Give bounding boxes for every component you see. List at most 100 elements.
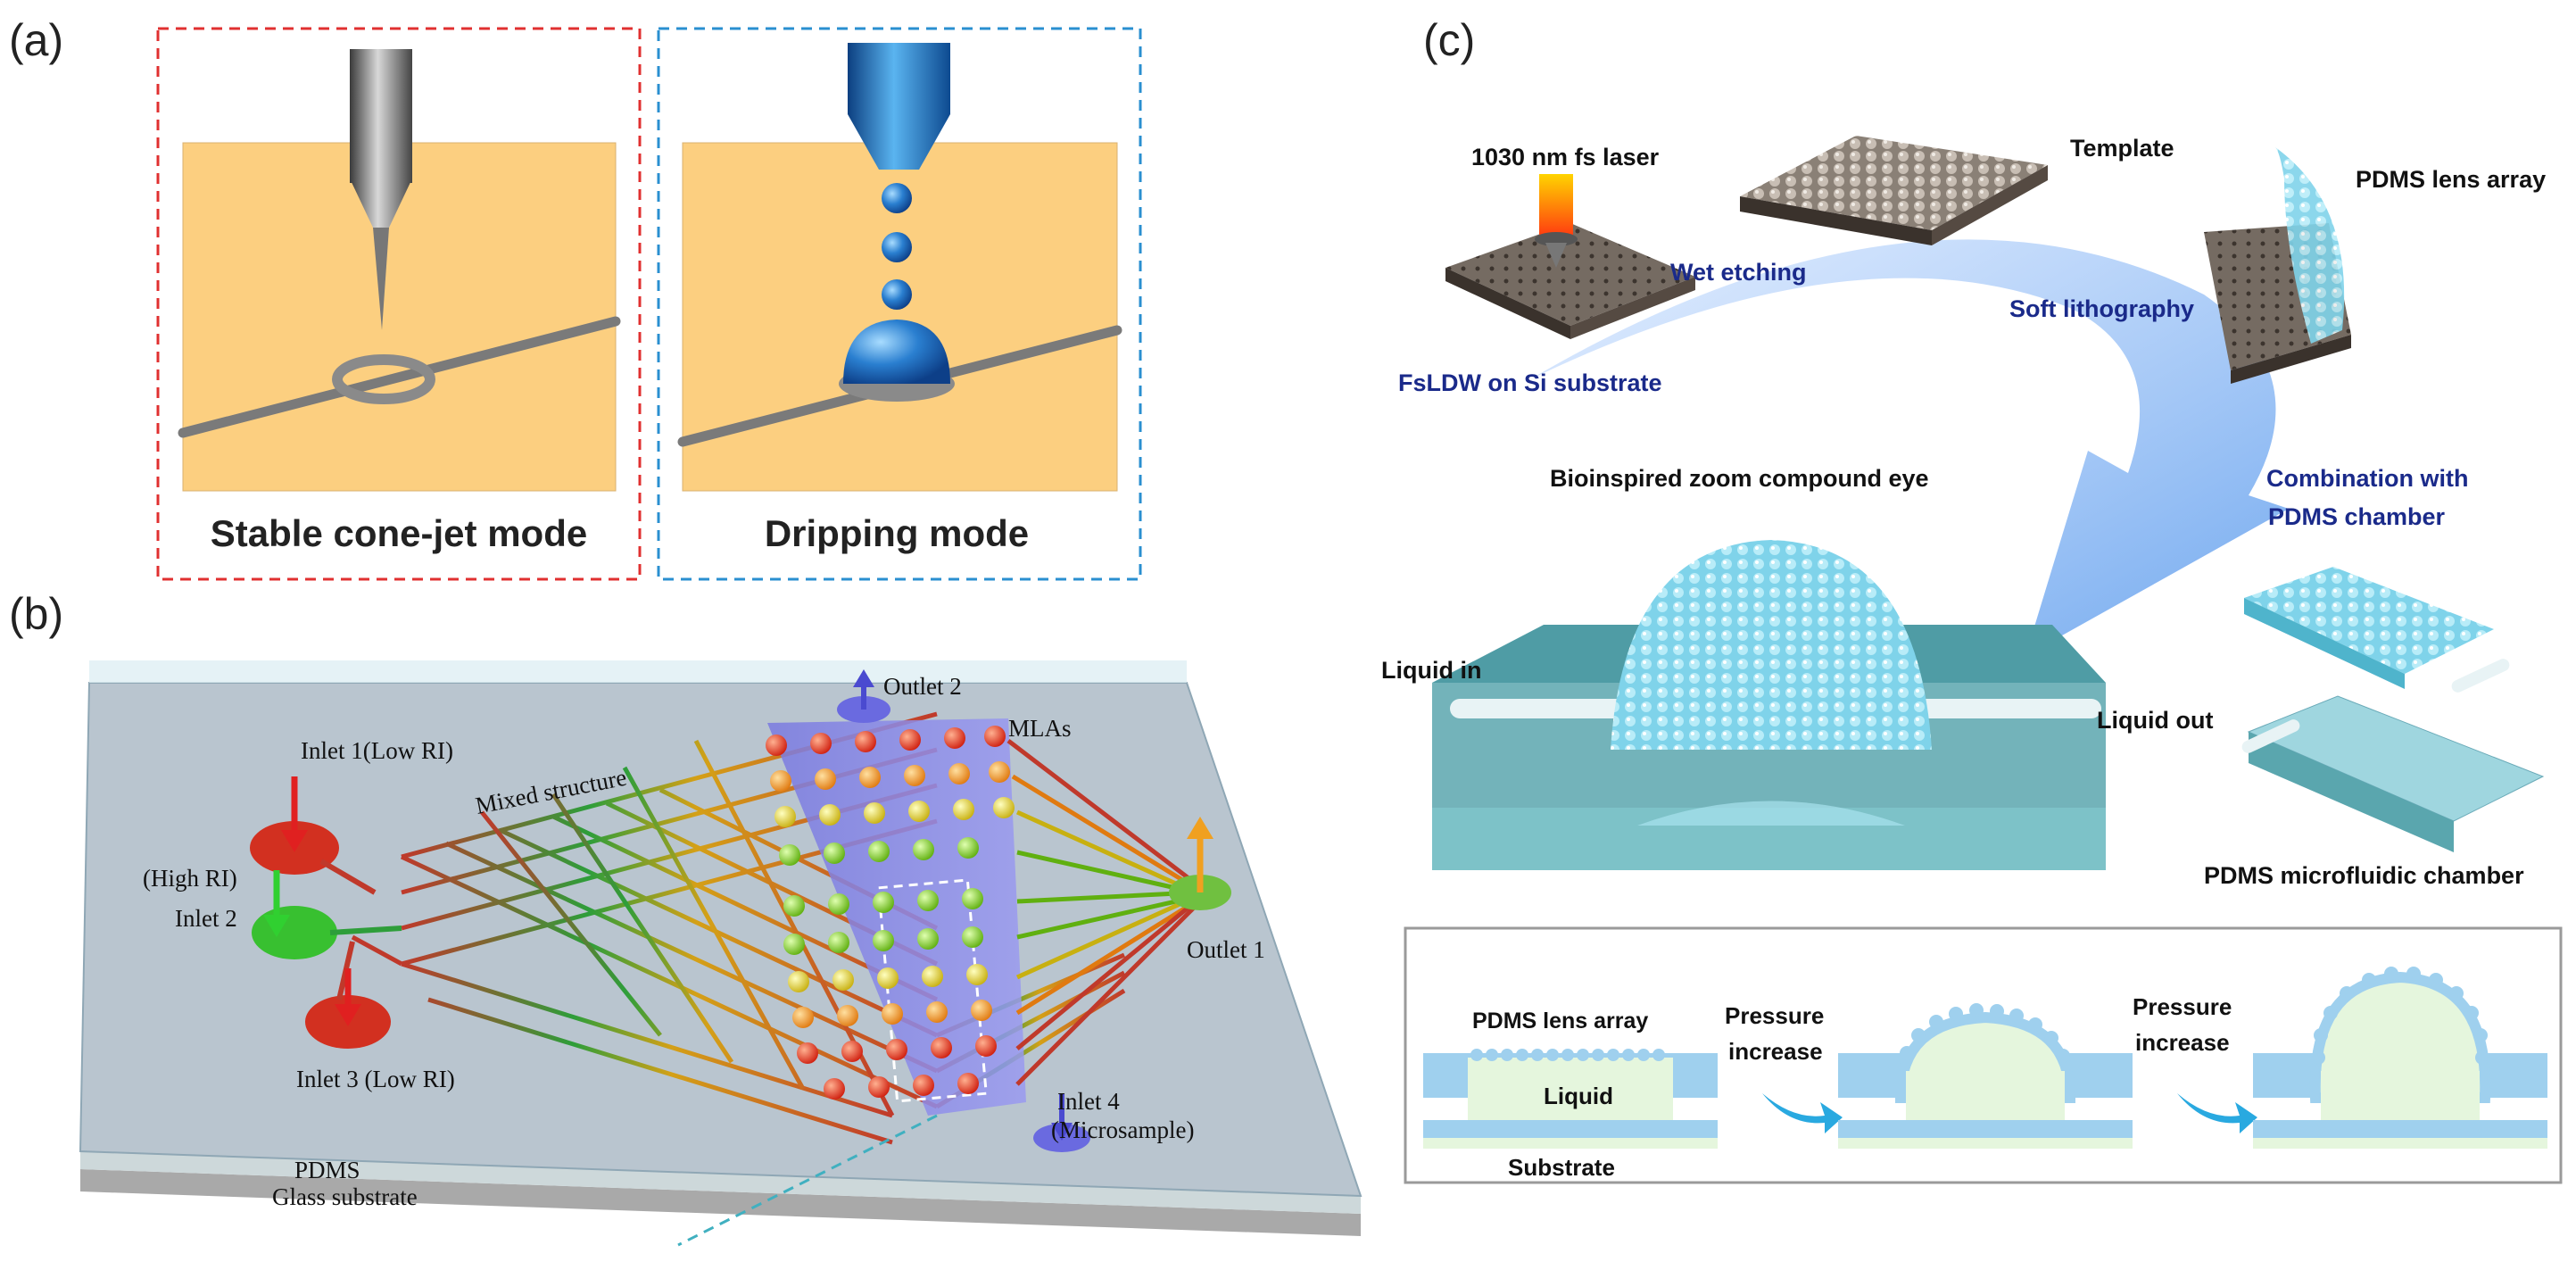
stage2-base: [1838, 1120, 2133, 1138]
outlet1-fan: [1006, 739, 1197, 1086]
high-ri-label: (High RI): [143, 865, 237, 892]
inlet2-arrowhead: [263, 915, 290, 937]
panel-b: (b): [9, 589, 1363, 1247]
stage3-liquid: [2321, 1071, 2480, 1120]
inlet4-arrowhead: [1051, 1123, 1073, 1141]
falling-droplet-1: [882, 183, 912, 213]
pressure-label-2: Pressure: [2133, 993, 2232, 1020]
template-label: Template: [2070, 135, 2174, 162]
cone-jet-line: [178, 316, 621, 438]
cone-jet-ring: [332, 354, 435, 404]
falling-droplet-2: [882, 232, 912, 262]
outlet2-label: Outlet 2: [883, 673, 962, 700]
pressure-label-1: Pressure: [1725, 1002, 1824, 1029]
inset-liquid-label: Liquid: [1544, 1083, 1613, 1109]
dripping-frame: [657, 27, 1142, 581]
chamber-top-side: [2244, 598, 2405, 689]
chamber-bottom-side: [2249, 732, 2454, 852]
mixed-structure-mesh: [303, 711, 1126, 1145]
soft-lithography-label: Soft lithography: [2009, 295, 2194, 322]
increase-label-1: increase: [1728, 1038, 1823, 1065]
outlet1-arrowhead: [1187, 817, 1213, 839]
laser-focus: [1545, 243, 1567, 268]
panel-a: (a) Stable cone-jet mode Dripping mode: [9, 15, 1142, 581]
inset-substrate-label: Substrate: [1508, 1154, 1615, 1181]
mla-spheres: [766, 726, 1015, 1100]
template-chip-side: [1740, 196, 1932, 245]
cone-jet-taper: [350, 178, 412, 228]
outlet2-arrowhead: [853, 669, 874, 687]
stage3-base: [2253, 1120, 2547, 1138]
combination-label-2: PDMS chamber: [2268, 503, 2446, 530]
mlas-label: MLAs: [1008, 715, 1072, 742]
inlet3-arrowhead: [335, 1004, 361, 1026]
chip-glass-edge: [89, 660, 1187, 683]
pdms-layer: [80, 1151, 1361, 1214]
lens-array-base-side: [2231, 335, 2351, 384]
panel-a-label: (a): [9, 15, 63, 65]
deposited-droplet: [843, 320, 950, 384]
chamber-tube-right: [2451, 659, 2510, 693]
cone-jet-frame: [156, 27, 642, 581]
chamber-top-layer: [2244, 567, 2494, 674]
dripping-caption: Dripping mode: [765, 512, 1029, 554]
si-substrate-side2: [1570, 277, 1695, 339]
inlet2-label: Inlet 2: [175, 905, 237, 932]
panel-c: (c) 1030 nm fs laser Temp: [1381, 15, 2563, 1184]
stage1-liquid: [1468, 1058, 1673, 1120]
laser-beam: [1539, 174, 1573, 237]
inlet3-label: Inlet 3 (Low RI): [296, 1066, 455, 1092]
liquid-out-label: Liquid out: [2097, 707, 2213, 734]
si-substrate-side: [1445, 268, 1570, 339]
process-arrow: [1530, 239, 2289, 656]
pdms-label: PDMS: [294, 1157, 360, 1183]
stage1-base: [1423, 1120, 1718, 1138]
compound-eye-label: Bioinspired zoom compound eye: [1550, 465, 1929, 492]
increase-label-2: increase: [2135, 1029, 2230, 1056]
template-chip: [1740, 136, 2048, 230]
zoom-guide-line: [677, 1114, 938, 1247]
inlet1-arrowhead: [281, 830, 308, 852]
combination-label-1: Combination with: [2266, 465, 2468, 492]
chamber-tube-left: [2241, 719, 2300, 753]
glass-substrate: [80, 1169, 1361, 1236]
wet-etching-label: Wet etching: [1670, 259, 1807, 286]
cone-jet-caption: Stable cone-jet mode: [211, 512, 587, 554]
inset-lens-array-label: PDMS lens array: [1472, 1009, 1648, 1033]
si-substrate: [1445, 223, 1695, 326]
dome-reflection: [1637, 801, 1905, 826]
stage1-glass: [1423, 1138, 1718, 1149]
stage1-lenses: [1470, 1049, 1665, 1061]
pressure-arrow-2: [2177, 1093, 2257, 1133]
blue-nozzle-tip: [848, 114, 950, 170]
metal-needle: [350, 49, 412, 183]
compound-eye-dome: [1611, 540, 1932, 750]
stage2-liquid: [1906, 1071, 2065, 1120]
mesh-to-inlet3: [351, 934, 403, 967]
falling-droplet-3: [882, 279, 912, 310]
stage3-lenses: [2311, 967, 2489, 1065]
glass-substrate-label: Glass substrate: [272, 1183, 418, 1210]
laser-label: 1030 nm fs laser: [1471, 144, 1660, 170]
pdms-lens-array-label: PDMS lens array: [2356, 166, 2546, 193]
pressure-arrow-1: [1762, 1093, 1843, 1133]
stage2-lenses: [1900, 1003, 2070, 1063]
outlet1-label: Outlet 1: [1187, 936, 1265, 963]
cone-jet: [373, 228, 389, 330]
panel-b-label: (b): [9, 589, 63, 639]
fsldw-label: FsLDW on Si substrate: [1398, 369, 1662, 396]
pdms-peel-film: [2275, 147, 2345, 344]
inlet4-label: Inlet 4: [1057, 1088, 1120, 1115]
panel-c-label: (c): [1423, 15, 1475, 65]
chamber-label: PDMS microfluidic chamber: [2204, 862, 2524, 889]
microsample-label: (Microsample): [1051, 1116, 1194, 1143]
inlet1-channel: [319, 859, 377, 895]
template-chip-side2: [1932, 165, 2048, 245]
inlet2-channel: [329, 926, 402, 935]
stage3-glass: [2253, 1138, 2547, 1149]
inlet1-label: Inlet 1(Low RI): [301, 737, 453, 764]
blue-nozzle: [848, 43, 950, 114]
inlet2-port: [252, 906, 337, 959]
liquid-in-label: Liquid in: [1381, 657, 1481, 684]
stage2-glass: [1838, 1138, 2133, 1149]
